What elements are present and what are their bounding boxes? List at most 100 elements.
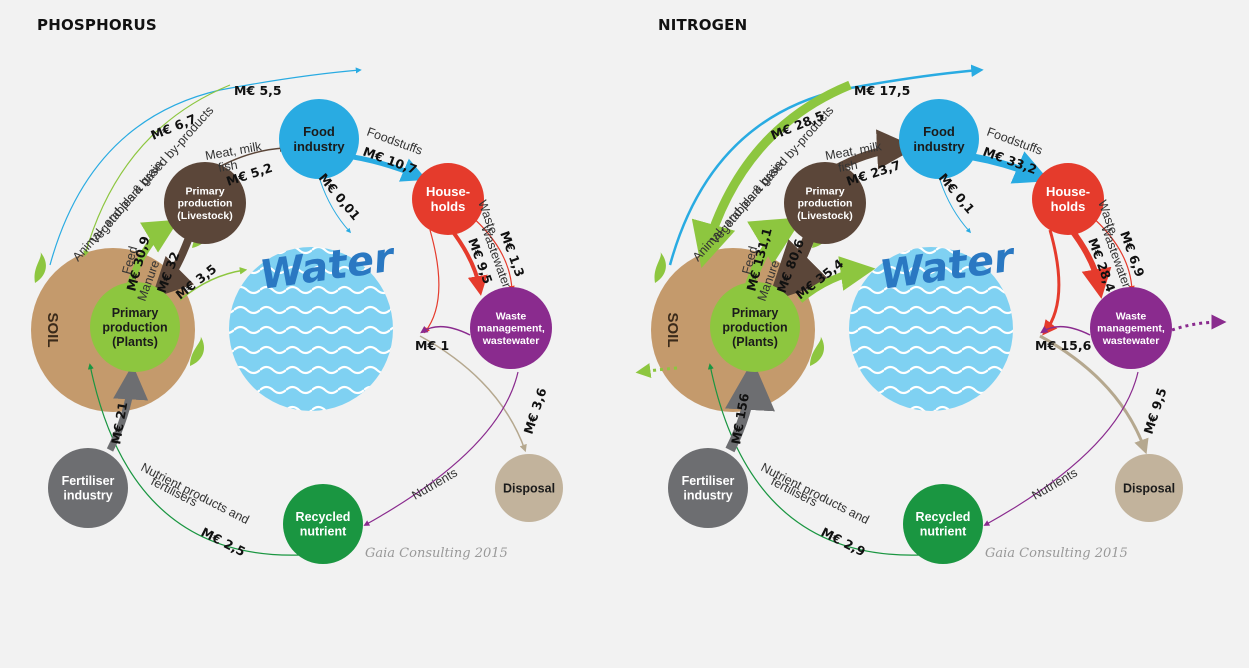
households-node-label-line-1: holds — [431, 199, 466, 214]
households-node-label-line-1: holds — [1051, 199, 1086, 214]
food-to-water-value: M€ 0,01 — [316, 170, 364, 223]
disposal-node-label-line-0: Disposal — [503, 481, 555, 495]
livestock-node-label-line-1: production — [178, 198, 233, 210]
livestock-node-label-line-0: Primary — [185, 186, 224, 198]
disposal-node-label-line-0: Disposal — [1123, 481, 1175, 495]
disposal-value: M€ 3,6 — [521, 386, 550, 436]
plants-node-label-line-1: production — [722, 320, 787, 334]
recycled-value: M€ 2,5 — [199, 524, 248, 559]
fertiliser-node-label-line-1: industry — [63, 489, 112, 503]
waste-node-label-line-1: management, — [1097, 323, 1165, 335]
vegetables-arrow — [691, 80, 852, 268]
plants-node-label-line-0: Primary — [732, 306, 779, 320]
food-industry-node-label-line-0: Food — [923, 124, 955, 139]
waste-return-arrow — [1040, 325, 1091, 336]
recycled-arrow — [707, 363, 921, 556]
food-industry-node — [899, 99, 979, 179]
leaf-icon — [34, 252, 46, 283]
plants-node — [90, 282, 180, 372]
waste-arrow — [469, 214, 515, 292]
fertiliser-node-label-line-0: Fertiliser — [682, 474, 735, 488]
leaf-icon — [654, 252, 666, 283]
disposal-arrow — [419, 335, 527, 453]
meat-label-2: fish — [837, 158, 859, 175]
livestock-node — [164, 162, 246, 244]
recycled-value: M€ 2,9 — [819, 524, 868, 559]
food-industry-node-label-line-1: industry — [913, 139, 965, 154]
disposal-node — [495, 454, 563, 522]
livestock-node-label-line-1: production — [798, 198, 853, 210]
disposal-node — [1115, 454, 1183, 522]
panel-title-phosphorus: PHOSPHORUS — [37, 16, 157, 34]
manure-arrow — [151, 233, 194, 299]
fertiliser-node — [48, 448, 128, 528]
households-node — [412, 163, 484, 235]
food-industry-node-label-line-1: industry — [293, 139, 345, 154]
recycled-node-label-line-1: nutrient — [300, 525, 347, 539]
fertiliser-arrow — [725, 360, 775, 453]
soil-to-water-arrow — [179, 267, 248, 301]
feed-arrow — [126, 219, 180, 287]
food-industry-node — [279, 99, 359, 179]
phosphorus-diagram: SOILWaterPrimaryproduction(Plants)Primar… — [31, 67, 563, 564]
waste-node — [470, 287, 552, 369]
waste-return-arrow — [420, 325, 471, 336]
vegetables-label: Vegetables & grain — [88, 158, 166, 247]
nutrients-arrow — [363, 371, 519, 526]
disposal-value: M€ 9,5 — [1141, 386, 1170, 436]
nitrogen-outflow-arrow — [1171, 314, 1227, 332]
recycled-node-label-line-0: Recycled — [916, 510, 971, 524]
plants-node-label-line-1: production — [102, 320, 167, 334]
manure-arrow — [767, 232, 831, 303]
households-node-label-line-0: House- — [426, 184, 470, 199]
livestock-node-label-line-0: Primary — [805, 186, 844, 198]
waste-arrow — [1089, 214, 1135, 292]
credit-text: Gaia Consulting 2015 — [985, 546, 1128, 561]
nutrients-label: Nutrients — [410, 465, 460, 502]
panel-title-nitrogen: NITROGEN — [658, 16, 748, 34]
nutrients-label: Nutrients — [1030, 465, 1080, 502]
credit-text: Gaia Consulting 2015 — [365, 546, 508, 561]
fertiliser-node — [668, 448, 748, 528]
water-circle — [229, 247, 393, 411]
leaf-icon — [189, 336, 204, 366]
recycled-node-label-line-0: Recycled — [296, 510, 351, 524]
byproducts-value: M€ 17,5 — [854, 83, 910, 98]
return-value: M€ 15,6 — [1035, 338, 1092, 353]
recycled-node-label-line-1: nutrient — [920, 525, 967, 539]
recycled-node — [283, 484, 363, 564]
vegetables-arrow — [83, 84, 231, 257]
leaf-icon — [809, 336, 824, 366]
food-industry-node-label-line-0: Food — [303, 124, 335, 139]
livestock-node-label-line-2: (Livestock) — [177, 210, 232, 222]
plants-node — [710, 282, 800, 372]
fertiliser-arrow — [106, 364, 149, 452]
food-to-water-arrow — [319, 179, 352, 234]
soil-label: SOIL — [664, 312, 681, 347]
waste-node-label-line-2: wastewater — [482, 335, 540, 347]
soil-label: SOIL — [44, 312, 61, 347]
byproducts-value: M€ 5,5 — [234, 83, 282, 98]
fertiliser-node-label-line-0: Fertiliser — [62, 474, 115, 488]
livestock-node-label-line-2: (Livestock) — [797, 210, 852, 222]
food-to-water-arrow — [939, 179, 972, 234]
water-circle — [849, 247, 1013, 411]
households-return-arrow — [1042, 229, 1061, 336]
waste-node-label-line-0: Waste — [496, 311, 527, 323]
waste-node-label-line-2: wastewater — [1102, 335, 1160, 347]
plants-node-label-line-2: (Plants) — [112, 335, 158, 349]
plants-node-label-line-2: (Plants) — [732, 335, 778, 349]
households-node — [1032, 163, 1104, 235]
fertiliser-node-label-line-1: industry — [683, 489, 732, 503]
livestock-node — [784, 162, 866, 244]
waste-node-label-line-0: Waste — [1116, 311, 1147, 323]
households-return-arrow — [423, 229, 440, 334]
byproducts-arrow — [49, 67, 362, 266]
waste-node-label-line-1: management, — [477, 323, 545, 335]
recycled-node — [903, 484, 983, 564]
plants-node-label-line-0: Primary — [112, 306, 159, 320]
recycled-arrow — [87, 363, 301, 556]
nutrients-arrow — [983, 371, 1139, 526]
soil-to-water-arrow — [797, 256, 876, 303]
